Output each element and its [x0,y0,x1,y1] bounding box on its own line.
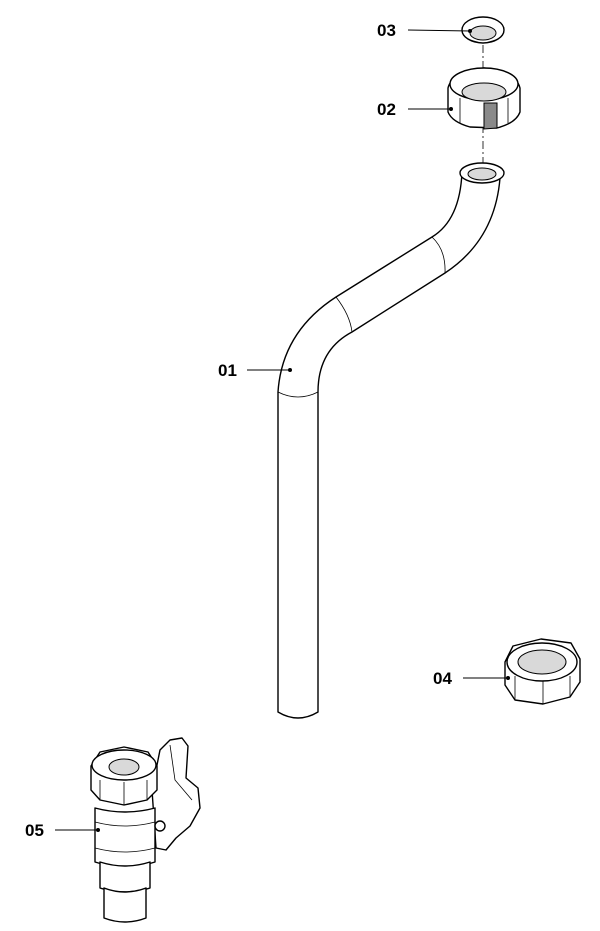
callout-03: 03 [377,21,472,40]
callout-02: 02 [377,100,453,119]
callout-label-05: 05 [25,821,44,840]
leader-dot-03 [468,29,472,33]
callout-04: 04 [433,669,510,688]
callout-01: 01 [218,361,292,380]
leader-line-03 [407,29,471,32]
part-04-hex-nut [504,638,581,705]
callout-05: 05 [25,821,100,840]
part-03-washer [461,16,505,44]
callout-label-03: 03 [377,21,396,40]
part-02-union-nut [447,67,521,130]
callout-label-01: 01 [218,361,237,380]
callout-label-02: 02 [377,100,396,119]
leader-dot-01 [288,368,292,372]
part-01-bent-pipe [277,162,505,719]
leader-dot-02 [449,107,453,111]
leader-dot-04 [506,676,510,680]
callout-label-04: 04 [433,669,452,688]
leader-dot-05 [96,828,100,832]
part-05-ball-valve [90,737,201,923]
